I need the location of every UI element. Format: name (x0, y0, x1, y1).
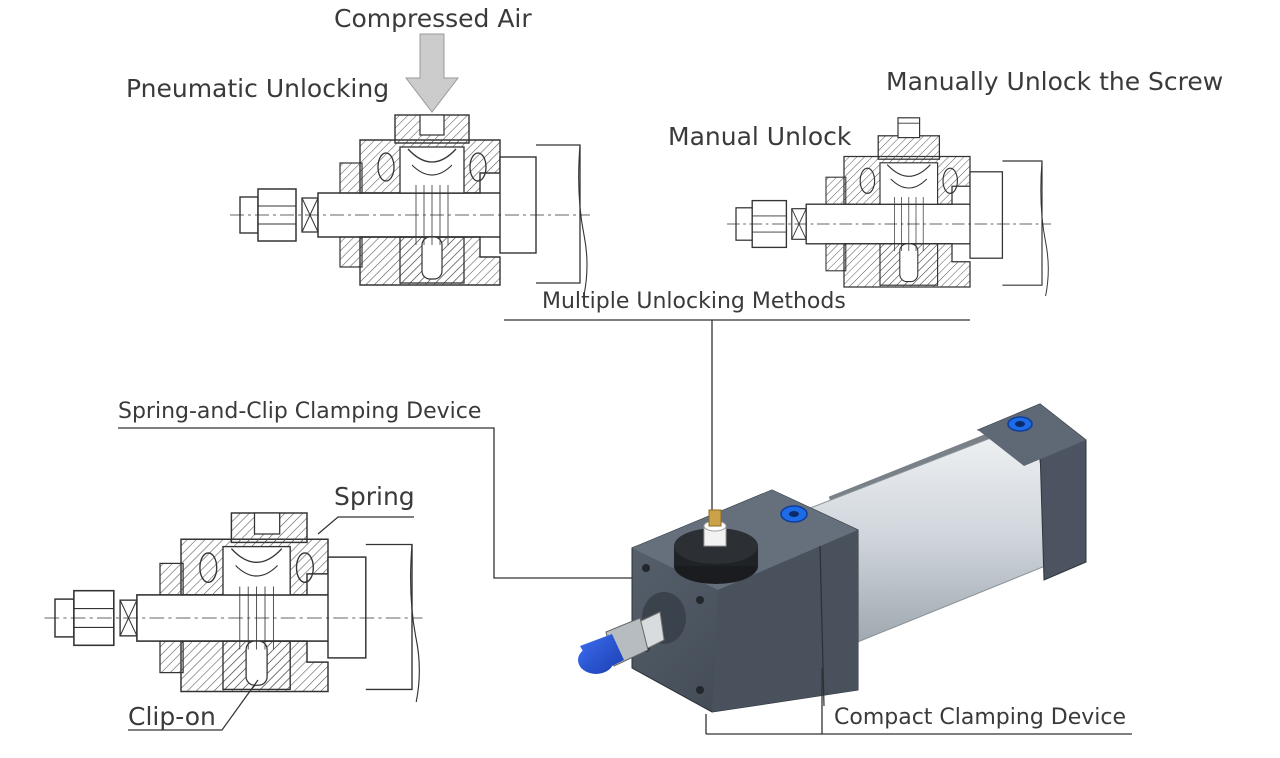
brass-screw-icon (708, 509, 722, 527)
pneumatic-unlocking-section (229, 114, 591, 296)
spring-clip-leader (118, 427, 632, 579)
manual-unlock-section (726, 117, 1052, 297)
label-clip-on: Clip-on (128, 702, 216, 731)
cylinder-product (578, 403, 1087, 713)
label-manually-unlock-screw: Manually Unlock the Screw (886, 67, 1224, 96)
label-pneumatic-unlocking: Pneumatic Unlocking (126, 74, 390, 103)
label-compact-clamping-device: Compact Clamping Device (834, 705, 1127, 730)
spring-clip-section (43, 512, 424, 703)
label-compressed-air: Compressed Air (334, 4, 532, 33)
clip-on-leader (128, 679, 259, 731)
label-spring: Spring (334, 482, 415, 511)
spring-leader (317, 516, 414, 535)
label-spring-clip-device: Spring-and-Clip Clamping Device (118, 399, 482, 424)
compressed-air-arrow-icon (404, 33, 460, 113)
label-multiple-unlocking-methods: Multiple Unlocking Methods (542, 289, 846, 314)
label-manual-unlock: Manual Unlock (668, 122, 852, 151)
